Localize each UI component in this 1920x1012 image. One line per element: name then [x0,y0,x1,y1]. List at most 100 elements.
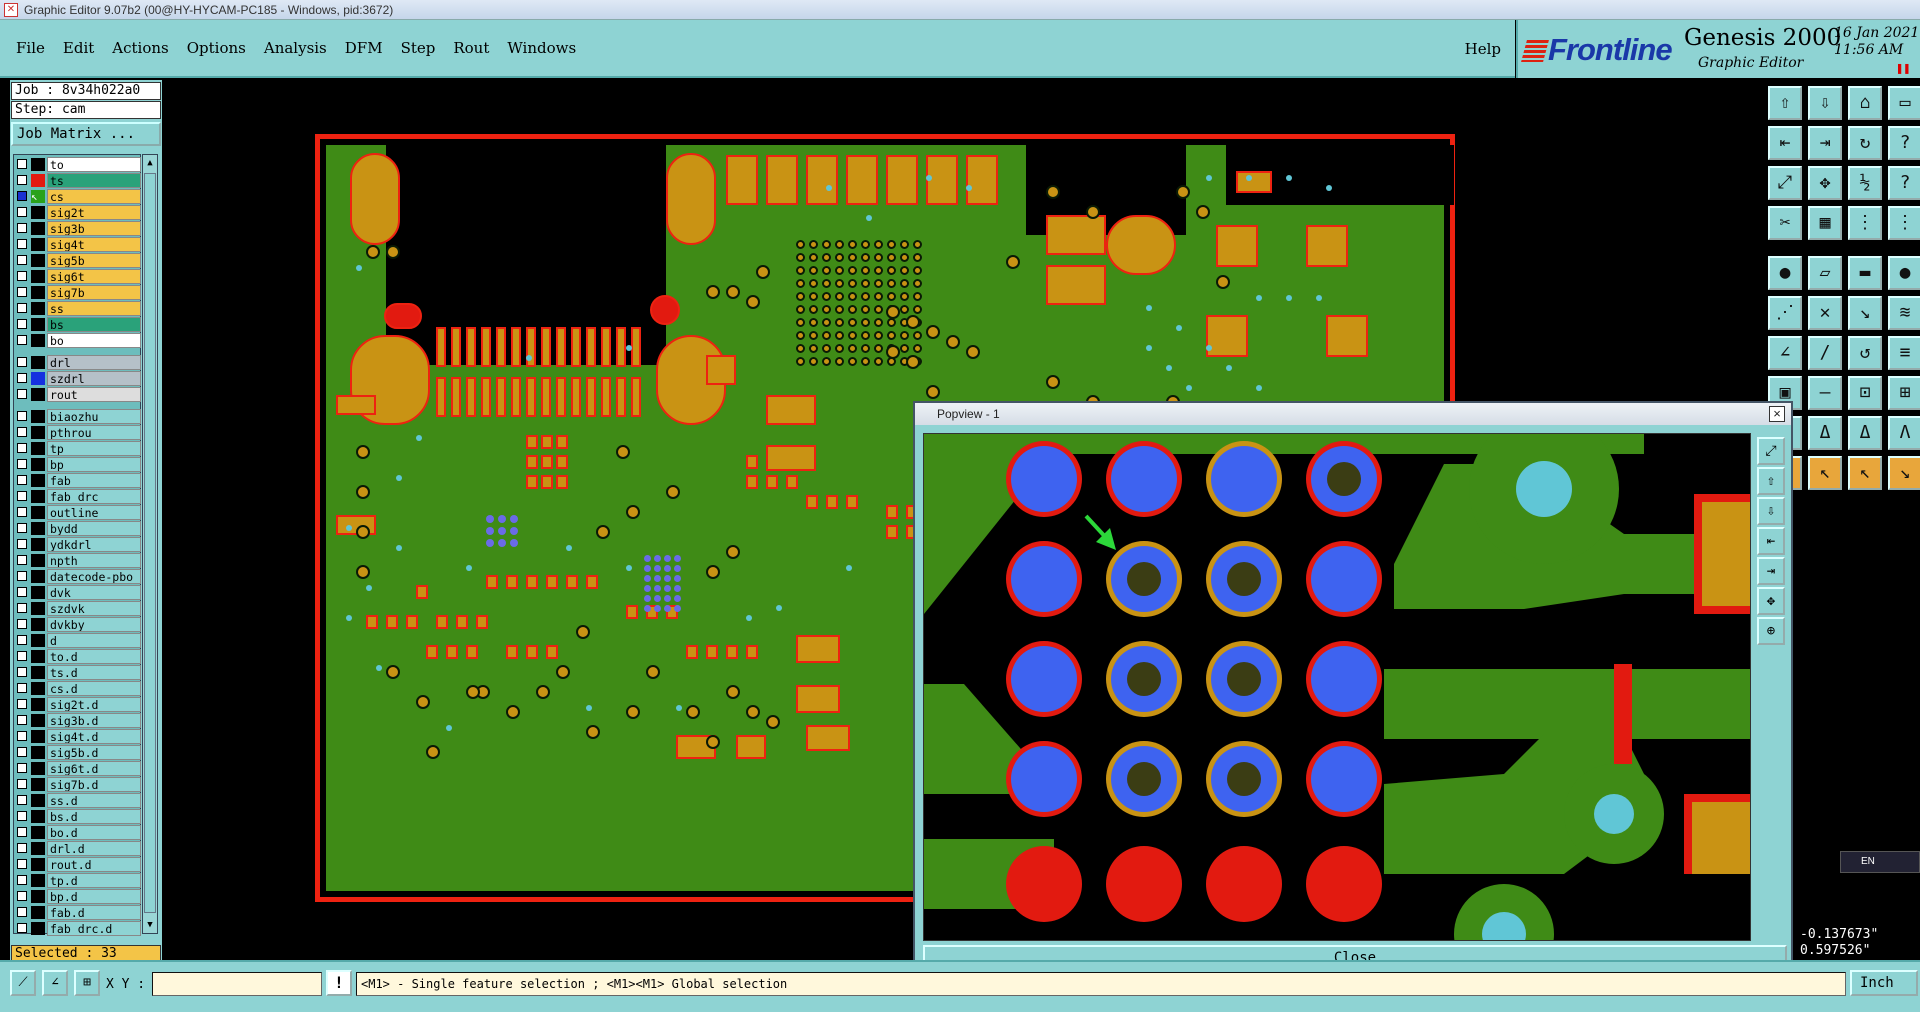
via-ring[interactable] [835,266,844,275]
via-ring[interactable] [809,279,818,288]
via-ring[interactable] [861,318,870,327]
layer-color-swatch[interactable] [31,762,45,775]
layer-color-swatch[interactable] [31,554,45,567]
via-ring[interactable] [706,735,720,749]
layer-row-cs.d[interactable]: cs.d [15,681,141,696]
pause-icon[interactable]: ❚❚ [1896,61,1911,75]
via-ring[interactable] [848,331,857,340]
layer-name[interactable]: sig4t [47,237,141,252]
popview-tool-icon[interactable]: ⤢ [1757,437,1785,465]
layer-checkbox[interactable] [17,763,27,773]
via-ring[interactable] [1176,185,1190,199]
layer-name[interactable]: sig3b.d [47,713,141,728]
via-ring[interactable] [900,292,909,301]
menu-rout[interactable]: Rout [453,39,490,57]
smd-pad[interactable] [886,155,918,205]
smd-pad[interactable] [796,685,840,713]
tool-button-icon[interactable]: ▭ [1888,86,1920,120]
menu-actions[interactable]: Actions [112,39,169,57]
layer-color-swatch[interactable] [31,318,45,331]
via[interactable] [1256,385,1262,391]
layer-name[interactable]: sig5b.d [47,745,141,760]
tool-button-icon[interactable]: ⇧ [1768,86,1802,120]
layer-color-swatch[interactable] [31,158,45,171]
via-ring[interactable] [874,344,883,353]
tool-button-icon[interactable]: ⋮ [1888,206,1920,240]
tool-button-icon[interactable]: ▱ [1808,256,1842,290]
layer-checkbox[interactable] [17,587,27,597]
smd-pad[interactable] [806,725,850,751]
via-ring[interactable] [913,344,922,353]
via-ring[interactable] [809,292,818,301]
via[interactable] [510,527,518,535]
via[interactable] [654,555,661,562]
smd-pad[interactable] [706,355,736,385]
menu-windows[interactable]: Windows [507,39,577,57]
layer-checkbox[interactable] [17,875,27,885]
layer-name[interactable]: ss.d [47,793,141,808]
layer-row-npth[interactable]: npth [15,553,141,568]
tool-button-icon[interactable]: ▦ [1808,206,1842,240]
layer-color-swatch[interactable] [31,618,45,631]
layer-color-swatch[interactable] [31,746,45,759]
layer-name[interactable]: npth [47,553,141,568]
scroll-down-icon[interactable]: ▼ [147,920,153,930]
menu-analysis[interactable]: Analysis [263,39,327,57]
smd-pad[interactable] [506,575,518,589]
layer-name[interactable]: cs [47,189,141,204]
layer-color-swatch[interactable] [31,586,45,599]
tool-button-icon[interactable]: ▬ [1848,256,1882,290]
layer-color-swatch[interactable] [31,874,45,887]
layer-name[interactable]: bp [47,457,141,472]
tool-button-icon[interactable]: Λ [1888,416,1920,450]
layer-name[interactable]: tp.d [47,873,141,888]
via-ring[interactable] [848,344,857,353]
smd-pad[interactable] [1046,265,1106,305]
popview-tool-icon[interactable]: ✥ [1757,587,1785,615]
layer-checkbox[interactable] [17,891,27,901]
tool-button-icon[interactable]: ½ [1848,166,1882,200]
layer-row-bo[interactable]: bo [15,333,141,348]
via-ring[interactable] [536,685,550,699]
layer-row-bo.d[interactable]: bo.d [15,825,141,840]
layer-color-swatch[interactable] [31,254,45,267]
layer-name[interactable]: fab_drc [47,489,141,504]
via-ring[interactable] [766,715,780,729]
via[interactable] [1286,295,1292,301]
smd-pad[interactable] [586,575,598,589]
tool-button-icon[interactable]: ● [1768,256,1802,290]
via[interactable] [486,539,494,547]
layer-color-swatch[interactable] [31,602,45,615]
layer-row-tp[interactable]: tp [15,441,141,456]
smd-pad[interactable] [456,615,468,629]
via-ring[interactable] [848,305,857,314]
smd-pad[interactable] [526,435,538,449]
via-ring[interactable] [726,685,740,699]
layer-color-swatch[interactable] [31,666,45,679]
via-ring[interactable] [874,331,883,340]
layer-checkbox[interactable] [17,175,27,185]
via[interactable] [356,265,362,271]
via-ring[interactable] [356,445,370,459]
layer-row-sig2t[interactable]: sig2t [15,205,141,220]
layer-name[interactable]: sig6t [47,269,141,284]
smd-pad[interactable] [806,495,818,509]
via-ring[interactable] [887,253,896,262]
via-ring[interactable] [966,345,980,359]
smd-pad[interactable] [526,455,538,469]
layer-row-dvk[interactable]: dvk [15,585,141,600]
via[interactable] [674,565,681,572]
tool-button-icon[interactable]: ⊞ [1888,376,1920,410]
via[interactable] [674,575,681,582]
via-ring[interactable] [746,705,760,719]
smd-pad[interactable] [1046,215,1106,255]
layer-color-swatch[interactable] [31,842,45,855]
smd-pad[interactable] [481,377,491,417]
via[interactable] [654,595,661,602]
grid-icon[interactable]: ⊞ [74,970,100,996]
smd-pad[interactable] [616,327,626,367]
via-ring[interactable] [861,279,870,288]
via-ring[interactable] [796,279,805,288]
smd-pad[interactable] [806,155,838,205]
smd-pad[interactable] [766,155,798,205]
